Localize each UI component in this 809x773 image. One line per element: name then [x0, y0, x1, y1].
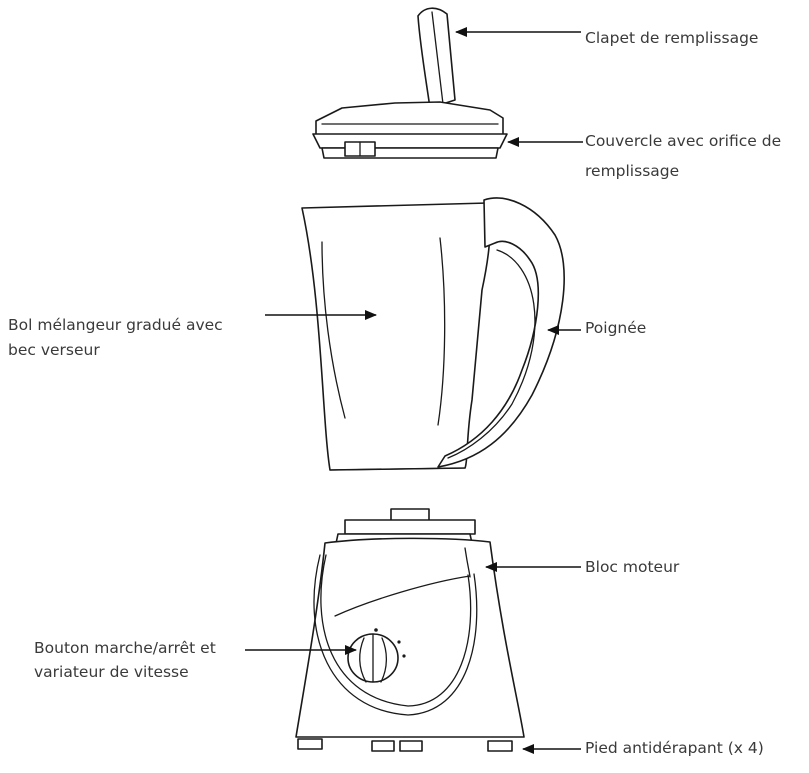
lid [312, 101, 508, 159]
label-lid-line2: remplissage [585, 162, 680, 180]
label-switch-line1: Bouton marche/arrêt et [34, 639, 216, 657]
motor-base [295, 508, 525, 738]
label-fill-flap: Clapet de remplissage [585, 29, 759, 47]
label-lid-line1: Couvercle avec orifice de [585, 132, 782, 150]
label-feet: Pied antidérapant (x 4) [585, 739, 764, 757]
non-slip-feet [297, 738, 513, 752]
label-handle: Poignée [585, 319, 647, 337]
label-motor: Bloc moteur [585, 558, 680, 576]
leader-arrows [245, 27, 583, 754]
label-jug-line2: bec verseur [8, 341, 100, 359]
blender-jug [301, 197, 565, 471]
fill-flap [417, 7, 456, 109]
label-switch-line2: variateur de vitesse [34, 663, 189, 681]
label-jug-line1: Bol mélangeur gradué avec [8, 316, 223, 334]
